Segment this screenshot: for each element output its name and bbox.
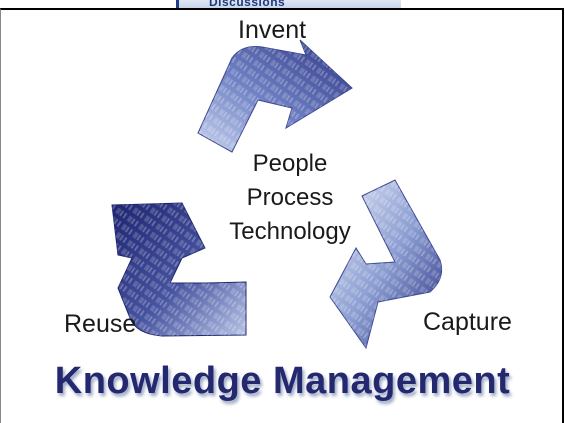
discussions-tab-label: Discussions bbox=[209, 0, 286, 9]
center-line-process: Process bbox=[246, 184, 334, 211]
diagram-title: Knowledge Management bbox=[54, 360, 511, 402]
center-line-people: People bbox=[252, 150, 328, 177]
top-arrow bbox=[197, 39, 353, 153]
invent-label: Invent bbox=[238, 16, 307, 44]
reuse-label: Reuse bbox=[64, 310, 137, 338]
capture-label: Capture bbox=[423, 308, 512, 336]
center-text: People Process Technology bbox=[210, 147, 370, 249]
right-arrow bbox=[329, 179, 443, 350]
discussions-tab[interactable]: Discussions bbox=[176, 0, 401, 9]
center-line-technology: Technology bbox=[229, 218, 351, 245]
left-arrow bbox=[111, 202, 247, 337]
